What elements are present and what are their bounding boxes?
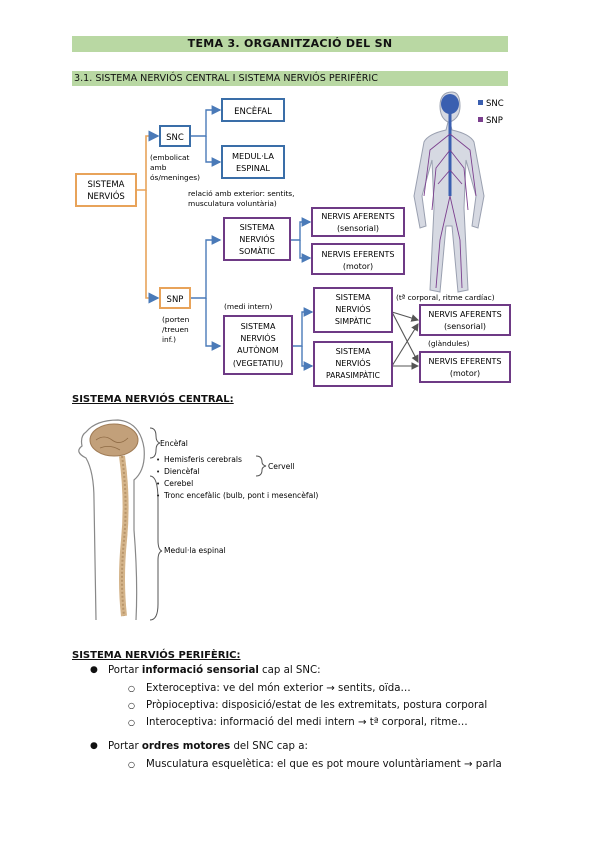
snp-label: SNP (167, 295, 184, 305)
snc-label: SNC (166, 133, 184, 143)
cns-encefal-label: Encèfal (160, 439, 188, 448)
encefal-box (221, 98, 285, 122)
bullet-2: ● (90, 741, 98, 751)
eferents-box (311, 243, 405, 275)
medula-box (221, 145, 285, 179)
autonom-label-4: (VEGETATIU) (233, 359, 283, 368)
eferents-label-1: NERVIS EFERENTS (322, 250, 395, 259)
cns-bullet-2: • (156, 468, 160, 476)
subbullet-4: ○ (128, 760, 135, 769)
snp-heading: SISTEMA NERVIÓS PERIFÈRIC: (72, 650, 241, 661)
parasimpatic-box (313, 341, 393, 387)
autonom-note: (medi intern) (224, 302, 272, 311)
cns-bullet-3: • (156, 480, 160, 488)
cns-item-3: Cerebel (164, 479, 193, 488)
snc-note-1: (embolicat (150, 153, 190, 162)
cns-item-2: Diencèfal (164, 467, 200, 476)
aferents2-label-2: (sensorial) (444, 322, 486, 331)
snp-note-3: inf.) (162, 335, 176, 344)
aferents2-box (419, 304, 511, 336)
section-subtitle: 3.1. SISTEMA NERVIÓS CENTRAL I SISTEMA N… (72, 71, 508, 86)
cns-illustration (78, 419, 145, 621)
simpatic-label-2: NERVIÓS (335, 303, 370, 314)
cns-bullet-1: • (156, 456, 160, 464)
vegetative-note-2: (glàndules) (428, 339, 470, 348)
legend-snc-label: SNC (486, 99, 504, 109)
autonom-label-1: SISTEMA (241, 322, 276, 331)
eferents-label-2: (motor) (343, 262, 373, 271)
simpatic-box (313, 287, 393, 333)
cervell-brace (255, 455, 267, 477)
snc-box (159, 125, 191, 147)
simpatic-label-3: SIMPÀTIC (335, 315, 372, 326)
somatic-note-1: relació amb exterior: sentits, (188, 189, 295, 198)
parasimpatic-label-3: PARASIMPÀTIC (326, 371, 380, 380)
root-box (75, 173, 137, 207)
snp-sub-2: Pròpioceptiva: disposició/estat de les e… (146, 700, 488, 711)
vegetative-note-1: (tª corporal, ritme cardíac) (396, 293, 495, 302)
subbullet-1: ○ (128, 684, 135, 693)
somatic-note-2: musculatura voluntària) (188, 199, 277, 208)
snp-note-1: (porten (162, 315, 190, 324)
aferents-label-2: (sensorial) (337, 224, 379, 233)
snp-sub-3: Interoceptiva: informació del medi inter… (146, 717, 468, 728)
aferents2-label-1: NERVIS AFERENTS (428, 310, 501, 319)
medula-brace (149, 475, 163, 621)
somatic-label-2: NERVIÓS (239, 233, 274, 244)
snp-bullet-2: Portar ordres motores del SNC cap a: (108, 741, 308, 752)
legend-snp-swatch (478, 117, 483, 122)
eferents2-label-1: NERVIS EFERENTS (429, 357, 502, 366)
somatic-label-1: SISTEMA (240, 223, 275, 232)
simpatic-label-1: SISTEMA (336, 293, 371, 302)
aferents-label-1: NERVIS AFERENTS (321, 212, 394, 221)
medula-label: Medul·la espinal (164, 546, 226, 555)
legend-snp-label: SNP (486, 116, 503, 126)
cns-item-4: Tronc encefàlic (bulb, pont i mesencèfal… (163, 491, 318, 500)
snp-sub-1: Exteroceptiva: ve del món exterior → sen… (146, 683, 411, 694)
cervell-label: Cervell (268, 462, 294, 471)
parasimpatic-label-1: SISTEMA (336, 347, 371, 356)
snp-note-2: /treuen (162, 325, 189, 334)
encefal-brace (149, 427, 161, 459)
autonom-label-3: AUTÒNOM (237, 344, 279, 355)
aferents-box (311, 207, 405, 237)
snc-heading: SISTEMA NERVIÓS CENTRAL: (72, 394, 234, 405)
encefal-label: ENCÈFAL (234, 105, 272, 117)
autonom-box (223, 315, 293, 375)
subbullet-2: ○ (128, 701, 135, 710)
cns-item-1: Hemisferis cerebrals (164, 455, 242, 464)
cns-bullet-4: • (156, 492, 160, 500)
snp-box (159, 287, 191, 309)
somatic-box (223, 217, 291, 261)
parasimpatic-label-2: NERVIÓS (335, 357, 370, 368)
subbullet-3: ○ (128, 718, 135, 727)
autonom-label-2: NERVIÓS (240, 332, 275, 343)
bullet-1: ● (90, 665, 98, 675)
body-figure (413, 91, 485, 293)
snc-note-2: amb (150, 163, 167, 172)
eferents2-label-2: (motor) (450, 369, 480, 378)
root-label-2: NERVIÓS (87, 190, 125, 202)
medula-label-1: MEDUL·LA (232, 151, 274, 161)
legend-snc-swatch (478, 100, 483, 105)
root-label-1: SISTEMA (87, 180, 124, 190)
somatic-label-3: SOMÀTIC (239, 245, 275, 256)
eferents2-box (419, 351, 511, 383)
snp-sub-4: Musculatura esquelètica: el que es pot m… (146, 759, 502, 770)
snc-note-3: ós/meninges) (150, 173, 200, 182)
snp-bullet-1: Portar informació sensorial cap al SNC: (108, 665, 321, 676)
page-title: TEMA 3. ORGANITZACIÓ DEL SN (72, 36, 508, 52)
medula-label-2: ESPINAL (236, 163, 270, 173)
